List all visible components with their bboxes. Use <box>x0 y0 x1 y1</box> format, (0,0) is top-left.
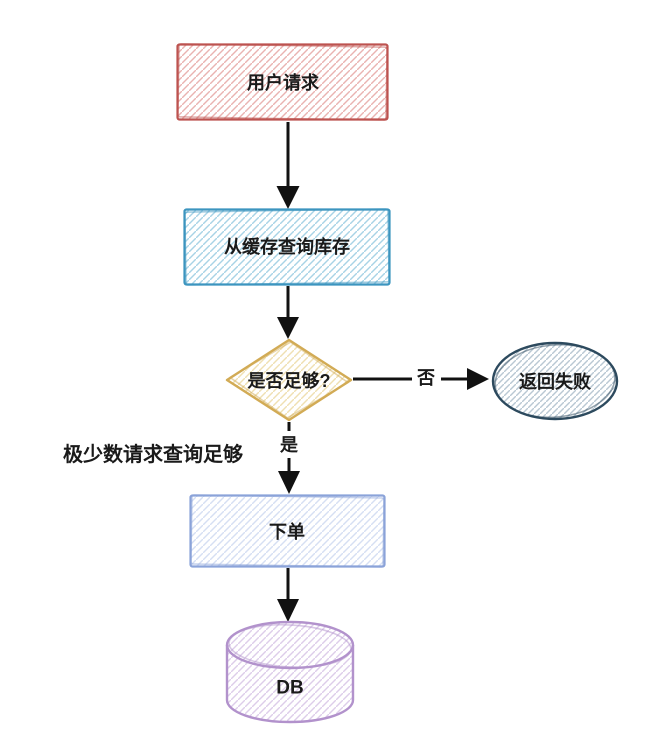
user-request-box-sketch <box>177 43 388 121</box>
edge-label-no: 否 <box>416 368 435 388</box>
arrowhead-down-icon <box>277 599 299 622</box>
return-fail-label: 返回失败 <box>519 371 591 392</box>
user-request-box <box>176 43 389 121</box>
db-cylinder-body <box>225 645 355 724</box>
place-order-box-sketch <box>190 494 385 568</box>
node-db: DB <box>225 620 355 724</box>
query-cache-box-sketch <box>184 208 390 286</box>
db-cylinder-fill <box>227 622 353 722</box>
return-fail-ellipse <box>491 341 619 421</box>
annotation-few-requests: 极少数请求查询足够 <box>63 442 243 466</box>
db-cylinder-top-sketch <box>228 623 352 669</box>
node-user-request: 用户请求 <box>176 43 389 121</box>
enough-check-diamond-sketch <box>229 341 349 419</box>
place-order-label: 下单 <box>269 521 305 542</box>
arrow-place-order-to-db <box>277 568 299 622</box>
edge-label-yes: 是 <box>279 435 298 455</box>
arrowhead-down-icon <box>277 317 299 339</box>
db-cylinder-top <box>225 620 355 670</box>
arrowhead-down-icon <box>278 471 300 494</box>
arrow-decision-to-return-fail: 否 <box>353 368 489 390</box>
db-label: DB <box>276 678 303 699</box>
arrow-decision-to-place-order: 是 <box>278 422 300 494</box>
enough-check-label: 是否足够? <box>247 370 331 391</box>
return-fail-ellipse-sketch <box>494 343 616 419</box>
node-query-cache: 从缓存查询库存 <box>183 208 391 286</box>
node-enough-check: 是否足够? <box>225 338 353 422</box>
node-place-order: 下单 <box>189 494 386 568</box>
query-cache-box <box>183 208 391 286</box>
place-order-box <box>189 494 386 568</box>
arrow-query-cache-to-decision <box>277 286 299 339</box>
arrowhead-down-icon <box>276 186 300 209</box>
node-return-fail: 返回失败 <box>491 341 619 421</box>
user-request-label: 用户请求 <box>247 72 320 93</box>
arrow-user-request-to-query-cache <box>276 122 300 209</box>
arrowhead-right-icon <box>467 368 489 390</box>
query-cache-label: 从缓存查询库存 <box>224 236 350 257</box>
